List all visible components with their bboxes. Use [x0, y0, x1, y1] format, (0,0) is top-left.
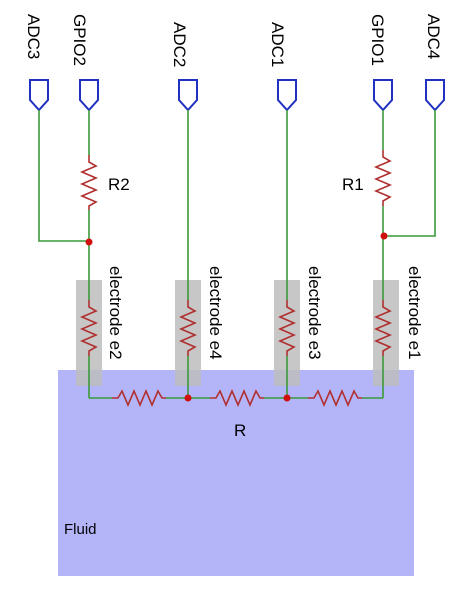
- resistor-fluid-2: [210, 388, 264, 408]
- electrode-label-e1: electrode e1: [405, 266, 424, 360]
- port-adc1: [277, 79, 297, 112]
- electrode-label-e3: electrode e3: [305, 266, 324, 360]
- port-label-gpio2: GPIO2: [70, 14, 89, 66]
- resistor-electrode-e3: [277, 300, 297, 356]
- port-label-adc4: ADC4: [424, 14, 443, 59]
- electrode-label-e4: electrode e4: [206, 266, 225, 360]
- port-label-adc1: ADC1: [268, 22, 287, 67]
- fluid-label: Fluid: [64, 521, 97, 538]
- fluid-region: [58, 370, 414, 576]
- port-gpio2: [79, 79, 99, 112]
- resistor-fluid-3: [308, 388, 362, 408]
- junction-node-e3: [283, 394, 291, 402]
- resistor-electrode-e1: [373, 300, 393, 356]
- wire-adc3: [38, 110, 89, 242]
- port-label-adc3: ADC3: [24, 14, 43, 59]
- resistor-label-r: R: [234, 421, 246, 440]
- resistor-r1: [373, 150, 393, 206]
- junction-node-right: [380, 232, 388, 240]
- port-label-adc2: ADC2: [170, 22, 189, 67]
- junction-node-left: [85, 238, 93, 246]
- resistor-label-r2: R2: [108, 175, 130, 194]
- port-adc4: [425, 79, 445, 112]
- resistor-electrode-e4: [178, 300, 198, 356]
- port-adc3: [29, 79, 49, 112]
- resistor-r2: [79, 155, 99, 210]
- resistor-electrode-e2: [79, 300, 99, 356]
- resistor-label-r1: R1: [342, 175, 364, 194]
- port-label-gpio1: GPIO1: [368, 14, 387, 66]
- port-gpio1: [373, 79, 393, 112]
- port-adc2: [178, 79, 198, 112]
- resistor-fluid-1: [112, 388, 166, 408]
- wire-adc4: [383, 110, 436, 237]
- electrode-label-e2: electrode e2: [106, 266, 125, 360]
- junction-node-e4: [184, 394, 192, 402]
